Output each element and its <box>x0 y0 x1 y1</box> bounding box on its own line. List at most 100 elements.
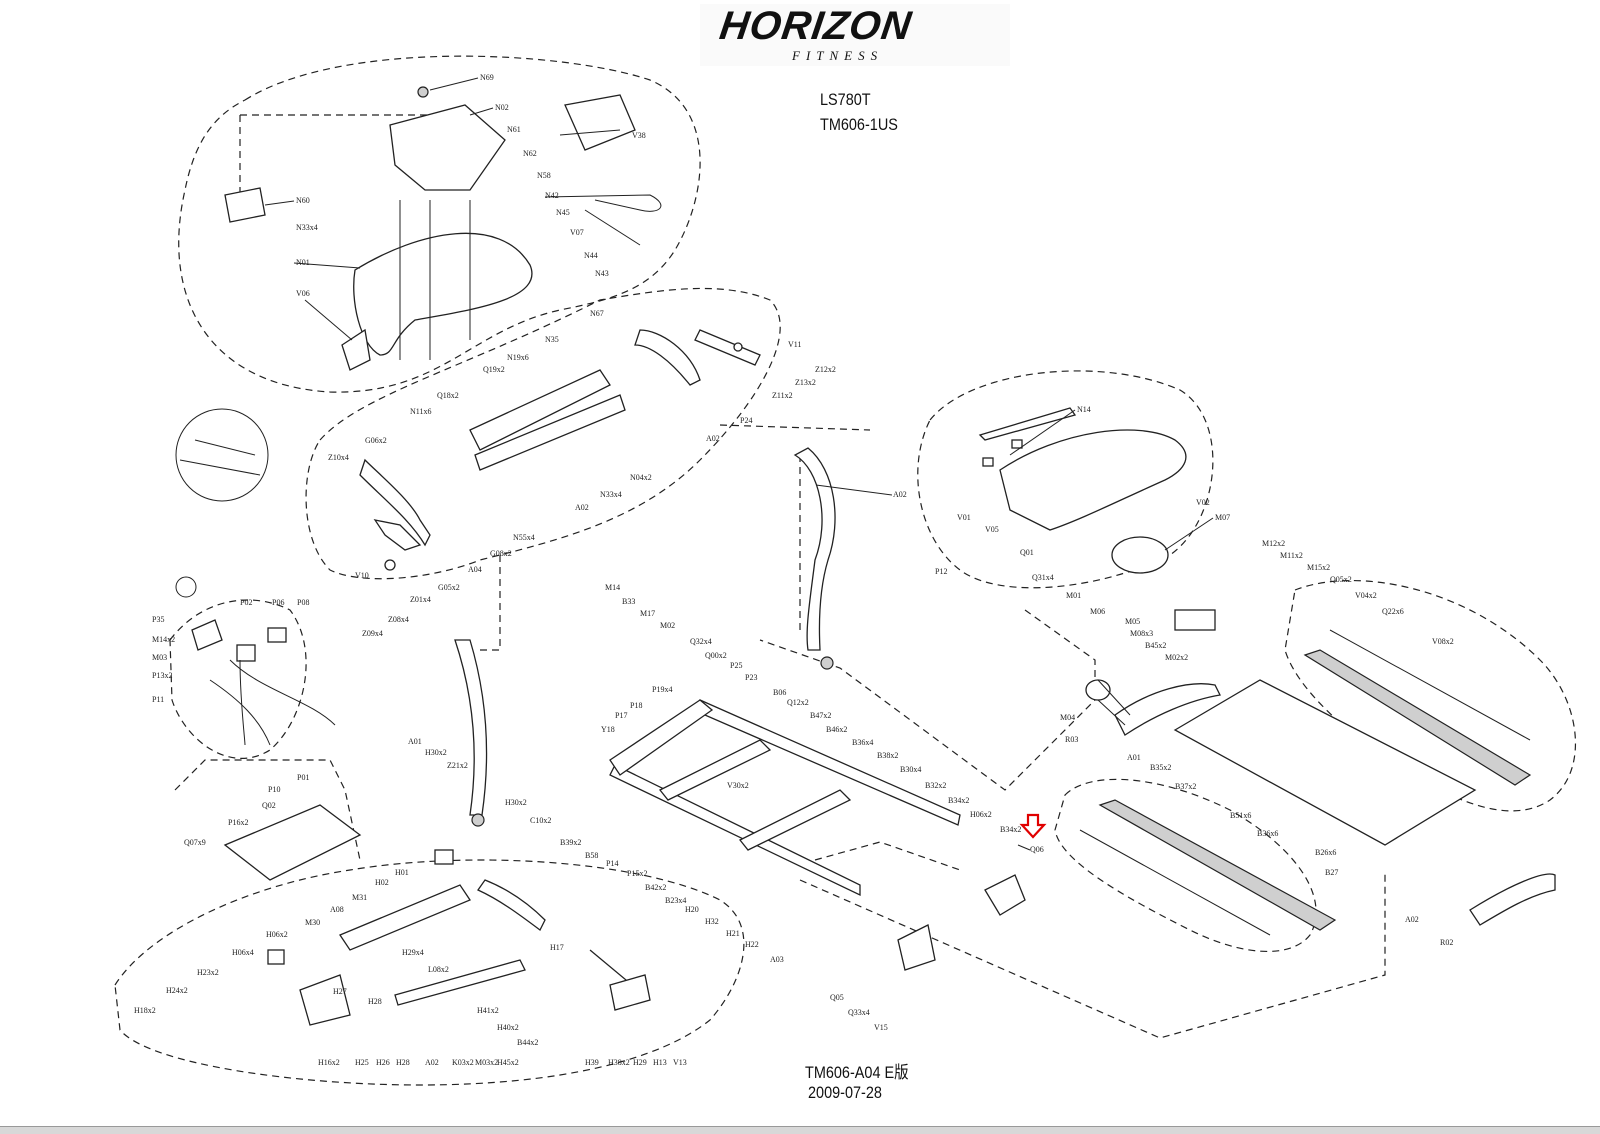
inset-rail <box>179 459 261 476</box>
label-V05: V05 <box>985 525 999 534</box>
model-name: LS780T <box>820 90 871 109</box>
base-tray <box>223 804 362 881</box>
label-P12: P12 <box>935 567 947 576</box>
console-base <box>353 232 533 356</box>
label-H23x2: H23x2 <box>197 968 219 977</box>
label-B34x2: B34x2 <box>948 796 969 805</box>
label-M02: M02 <box>660 621 675 630</box>
label-B35x2: B35x2 <box>1150 763 1171 772</box>
label-A02-handle: A02 <box>575 503 589 512</box>
label-Q01: Q01 <box>1020 548 1034 557</box>
label-P25: P25 <box>730 661 742 670</box>
label-Z13x2: Z13x2 <box>795 378 816 387</box>
label-B46x2: B46x2 <box>826 725 847 734</box>
label-M30: M30 <box>305 918 320 927</box>
brand-name: HORIZON <box>716 4 915 48</box>
label-Q00x2: Q00x2 <box>705 651 727 660</box>
main-frame-front <box>609 699 714 776</box>
label-H25: H25 <box>355 1058 369 1067</box>
handlebar-frame-lower <box>474 394 626 471</box>
console-group-outline <box>178 55 701 393</box>
label-R02: R02 <box>1440 938 1453 947</box>
rail-trim-lower <box>1079 829 1271 936</box>
label-L08x2: L08x2 <box>428 965 449 974</box>
label-M12x2: M12x2 <box>1262 539 1285 548</box>
label-Z01x4: Z01x4 <box>410 595 431 604</box>
label-M07: M07 <box>1215 513 1230 522</box>
label-Q19x2: Q19x2 <box>483 365 505 374</box>
label-N19x6: N19x6 <box>507 353 529 362</box>
label-H26: H26 <box>376 1058 390 1067</box>
label-G05x2: G05x2 <box>438 583 460 592</box>
motor-mount-plate <box>1174 609 1216 631</box>
hood-clip <box>982 457 994 467</box>
label-V08x2: V08x2 <box>1432 637 1454 646</box>
label-N02: N02 <box>495 103 509 112</box>
console-cable <box>544 194 662 212</box>
part-labels: N69 N02 N61 V38 N62 N58 N60 N33x4 N42 N4… <box>134 73 1454 1067</box>
side-rail-lower <box>1098 799 1337 931</box>
label-P10: P10 <box>268 785 280 794</box>
label-V15: V15 <box>874 1023 888 1032</box>
label-Q07x9: Q07x9 <box>184 838 206 847</box>
lift-plate <box>609 974 651 1011</box>
label-M08x3: M08x3 <box>1130 629 1153 638</box>
label-P18: P18 <box>630 701 642 710</box>
label-H29: H29 <box>633 1058 647 1067</box>
label-H27: H27 <box>333 987 347 996</box>
circuit-breaker <box>236 644 256 662</box>
console-display-panel <box>389 104 506 191</box>
lift-bracket <box>434 849 454 865</box>
label-A02-upright: A02 <box>893 490 907 499</box>
label-Y18: Y18 <box>601 725 615 734</box>
right-handle-grip <box>634 329 701 386</box>
drive-motor <box>1111 536 1169 574</box>
handlebar-crossbar <box>469 369 611 451</box>
label-N55x4: N55x4 <box>513 533 535 542</box>
lift-frame <box>339 884 471 951</box>
label-P06: P06 <box>272 598 284 607</box>
label-H39: H39 <box>585 1058 599 1067</box>
lift-link-arm <box>477 879 546 931</box>
label-Q06: Q06 <box>1030 845 1044 854</box>
label-M17: M17 <box>640 609 655 618</box>
label-B39x2: B39x2 <box>560 838 581 847</box>
label-N35: N35 <box>545 335 559 344</box>
label-P24: P24 <box>740 416 752 425</box>
left-handle-tube <box>373 519 422 551</box>
label-C10x2: C10x2 <box>530 816 551 825</box>
main-frame-cross-2 <box>738 789 852 851</box>
label-H24x2: H24x2 <box>166 986 188 995</box>
label-P14: P14 <box>606 859 618 868</box>
label-Z21x2: Z21x2 <box>447 761 468 770</box>
label-Q18x2: Q18x2 <box>437 391 459 400</box>
label-Z09x4: Z09x4 <box>362 629 383 638</box>
power-inlet-plate <box>191 619 223 651</box>
label-N33x4: N33x4 <box>296 223 318 232</box>
label-N62: N62 <box>523 149 537 158</box>
console-side-pad <box>341 328 371 371</box>
right-upright <box>793 447 836 651</box>
upright-link-dash <box>480 555 501 651</box>
label-Z08x4: Z08x4 <box>388 615 409 624</box>
handle-end-cap-left <box>384 559 396 571</box>
motor-pulley <box>1085 679 1111 701</box>
label-H30x2-b: H30x2 <box>505 798 527 807</box>
label-V01: V01 <box>957 513 971 522</box>
label-A02-deck: A02 <box>1405 915 1419 924</box>
right-upright-foot <box>820 656 834 670</box>
right-handle-tube <box>694 329 761 366</box>
label-P19x4: P19x4 <box>652 685 672 694</box>
model-number: TM606-1US <box>820 115 898 134</box>
label-B58: B58 <box>585 851 598 860</box>
left-upright-dash <box>174 759 361 861</box>
label-N58: N58 <box>537 171 551 180</box>
label-N69: N69 <box>480 73 494 82</box>
label-Q22x6: Q22x6 <box>1382 607 1404 616</box>
label-H13: H13 <box>653 1058 667 1067</box>
label-Q02: Q02 <box>262 801 276 810</box>
label-A02-base: A02 <box>425 1058 439 1067</box>
handle-end-cap-right <box>733 342 743 352</box>
